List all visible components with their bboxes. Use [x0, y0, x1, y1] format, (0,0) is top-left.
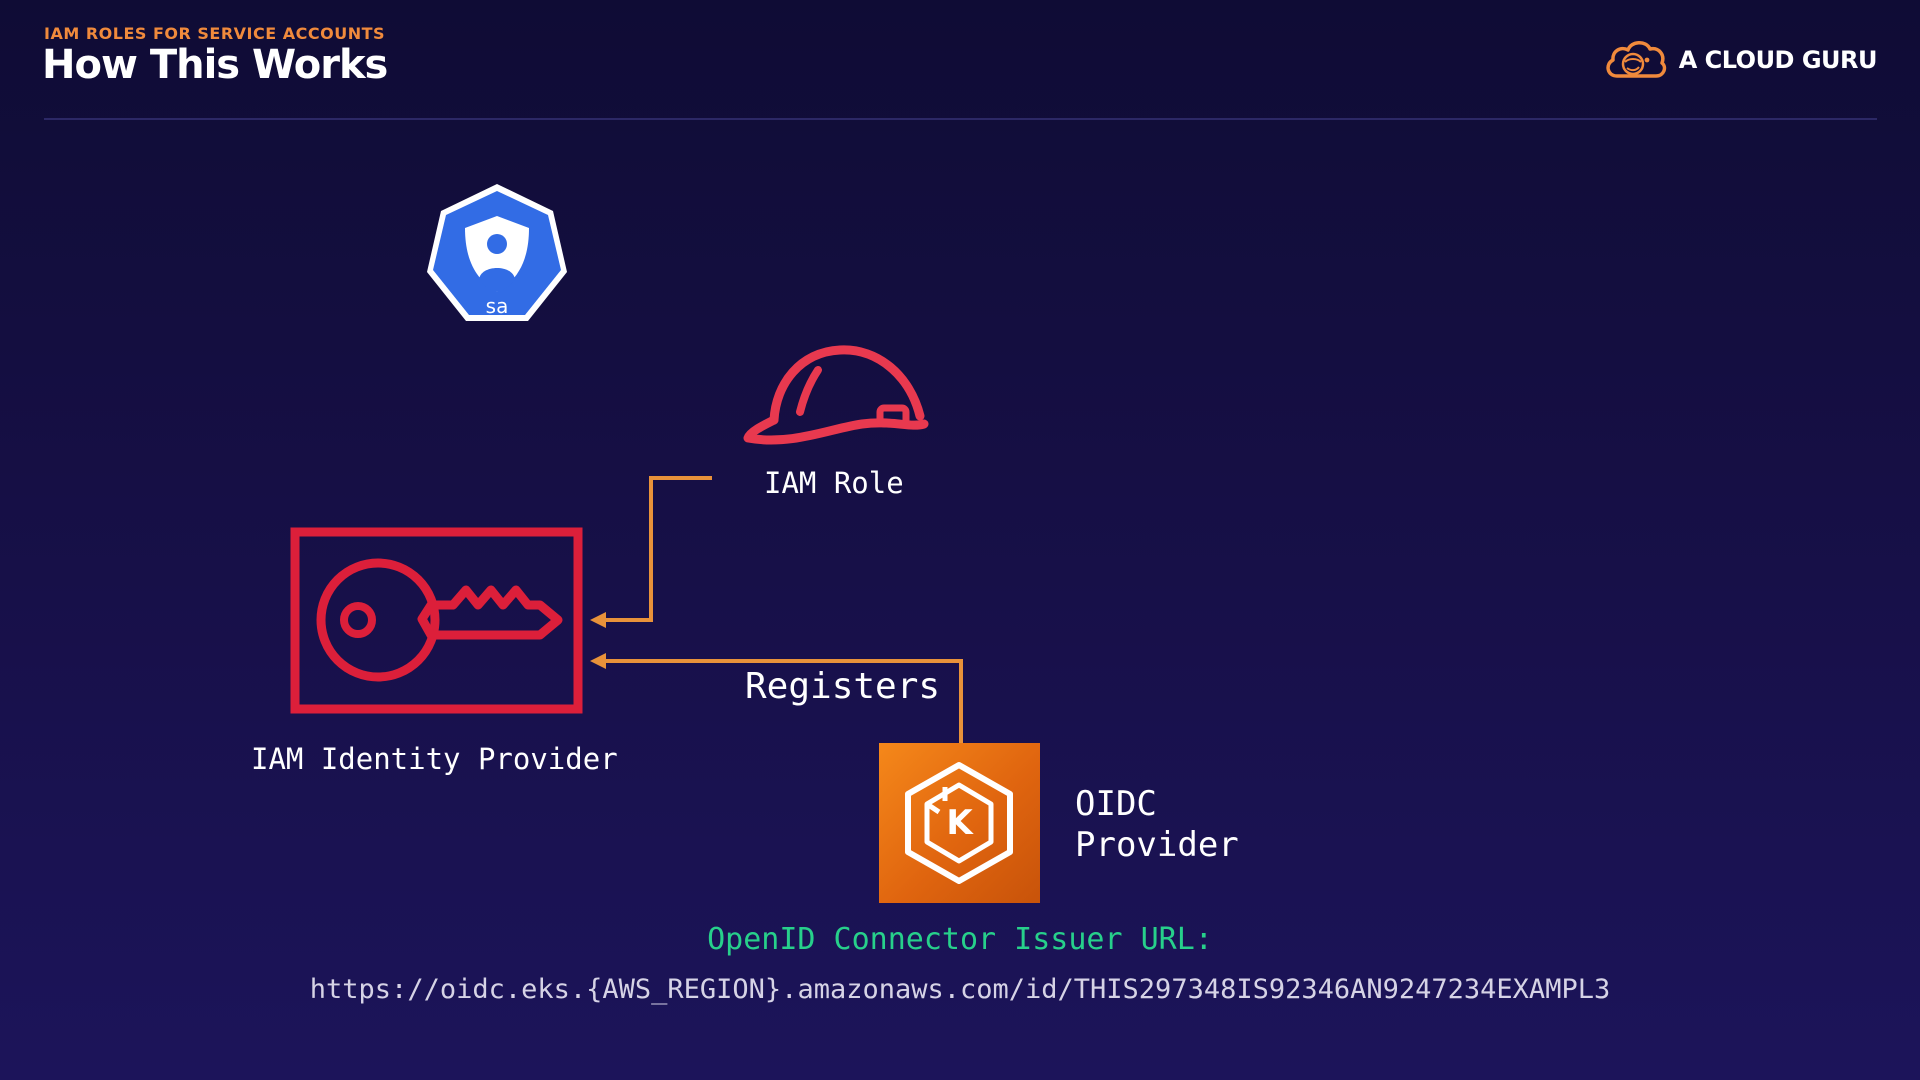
- oidc-provider-label-line2: Provider: [1075, 825, 1239, 865]
- issuer-url-value: https://oidc.eks.{AWS_REGION}.amazonaws.…: [309, 974, 1611, 1005]
- section-kicker: IAM ROLES FOR SERVICE ACCOUNTS: [44, 24, 386, 43]
- service-account-node: sa: [420, 180, 574, 336]
- role-to-idp-connector: [590, 476, 712, 628]
- oidc-provider-badge: K: [946, 803, 973, 843]
- issuer-url-heading: OpenID Connector Issuer URL:: [707, 922, 1213, 957]
- page-title: How This Works: [42, 42, 388, 88]
- brand-name: A CLOUD GURU: [1678, 46, 1878, 74]
- oidc-to-idp-connector: [590, 653, 963, 743]
- service-account-badge: sa: [485, 294, 509, 318]
- key-card-icon: [290, 527, 583, 714]
- cloud-logo-icon: [1606, 41, 1666, 78]
- brand-logo: A CLOUD GURU: [1603, 38, 1878, 82]
- eks-kubernetes-icon: [905, 762, 1013, 884]
- header-divider: [44, 118, 1877, 120]
- hard-hat-icon: [743, 345, 929, 445]
- oidc-provider-label-line1: OIDC: [1075, 784, 1157, 824]
- oidc-provider-node: K: [879, 743, 1040, 903]
- kubernetes-service-account-icon: [427, 184, 567, 321]
- iam-role-label: IAM Role: [764, 466, 904, 500]
- identity-provider-label: IAM Identity Provider: [251, 742, 618, 776]
- registers-edge-label: Registers: [745, 666, 941, 707]
